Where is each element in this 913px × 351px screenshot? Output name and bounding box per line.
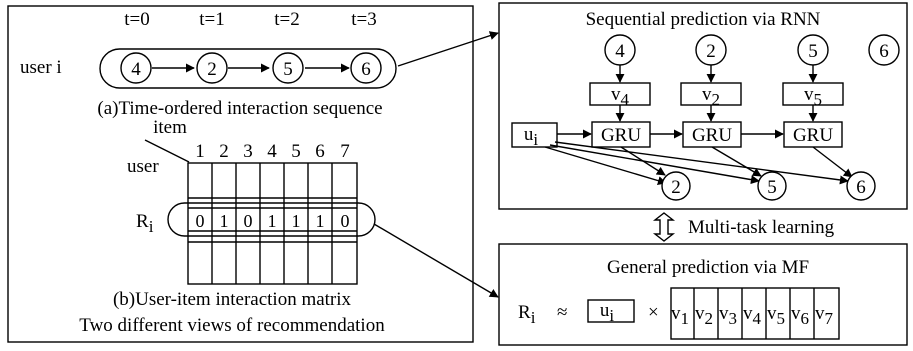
- mf-approx-symbol: ≈: [557, 302, 567, 323]
- rnn-user-vector-box: [511, 122, 558, 148]
- rnn-embedding-label: v5: [804, 84, 822, 109]
- rnn-embedding-label: v4: [611, 84, 630, 109]
- rnn-input-item-circle: [868, 34, 900, 66]
- matrix-row-label: Ri: [136, 211, 154, 236]
- matrix-column-header: 4: [267, 141, 277, 162]
- rnn-prediction-arrow: [812, 146, 853, 178]
- matrix-cell-value: 0: [196, 211, 205, 231]
- arrow-to-mf: [373, 223, 499, 298]
- sequence-item-circle: [350, 52, 382, 84]
- rnn-embedding-label: v2: [702, 84, 720, 109]
- rnn-gru-cell: [783, 121, 843, 148]
- rnn-gru-label: GRU: [793, 125, 833, 146]
- rnn-user-prediction-arrow: [544, 146, 667, 186]
- sequence-item-circle: [272, 52, 304, 84]
- mf-item-vector-label: v1: [671, 303, 689, 328]
- time-label: t=1: [199, 9, 225, 30]
- mf-item-matrix: [670, 287, 840, 340]
- sequence-item-label: 4: [131, 59, 141, 80]
- rnn-gru-label: GRU: [601, 125, 641, 146]
- mf-item-vector-label: v3: [719, 303, 737, 328]
- time-label: t=3: [351, 9, 377, 30]
- rnn-output-item-circle: [757, 171, 787, 201]
- sequence-item-circle: [120, 52, 152, 84]
- rnn-output-item-label: 2: [671, 177, 681, 198]
- mf-user-vector-label: ui: [600, 300, 615, 325]
- matrix-column-header: 7: [340, 141, 350, 162]
- mf-item-vector-label: v6: [791, 303, 809, 328]
- sequence-item-circle: [196, 52, 228, 84]
- matrix-cell-value: 1: [220, 211, 229, 231]
- matrix-cell-value: 0: [341, 211, 350, 231]
- mf-panel-title: General prediction via MF: [607, 257, 809, 278]
- rnn-input-item-label: 5: [808, 41, 818, 62]
- mf-rating-symbol: Ri: [518, 302, 536, 327]
- caption-matrix: (b)User-item interaction matrix: [113, 289, 352, 310]
- rnn-panel-frame: [498, 2, 908, 210]
- mf-times-symbol: ×: [648, 302, 659, 323]
- rnn-input-item-label: 6: [879, 41, 889, 62]
- mf-item-vector-label: v5: [767, 303, 785, 328]
- matrix-item-label: item: [153, 117, 187, 138]
- rnn-panel-title: Sequential prediction via RNN: [586, 9, 821, 30]
- rnn-output-item-label: 5: [767, 177, 777, 198]
- caption-sequence: (a)Time-ordered interaction sequence: [97, 98, 382, 119]
- matrix-column-header: 2: [219, 141, 229, 162]
- matrix-column-header: 3: [243, 141, 253, 162]
- mf-item-vector-label: v7: [815, 303, 834, 328]
- matrix-column-header: 5: [291, 141, 301, 162]
- multi-task-label: Multi-task learning: [688, 217, 835, 238]
- matrix-row-highlight: [167, 202, 376, 237]
- mf-item-vector-label: v4: [743, 303, 762, 328]
- sequence-user-label: user i: [20, 57, 62, 78]
- time-label: t=0: [124, 9, 150, 30]
- multi-task-double-arrow-icon: [652, 212, 676, 242]
- rnn-output-item-circle: [846, 171, 876, 201]
- matrix-grid: [187, 162, 358, 285]
- mf-item-vector-label: v2: [695, 303, 713, 328]
- matrix-cell-value: 1: [316, 211, 325, 231]
- matrix-column-header: 1: [195, 141, 205, 162]
- rnn-output-item-label: 6: [856, 177, 866, 198]
- rnn-input-item-label: 4: [615, 41, 625, 62]
- rnn-input-item-label: 2: [706, 41, 716, 62]
- arrow-to-rnn: [397, 31, 499, 67]
- matrix-cell-value: 1: [292, 211, 301, 231]
- matrix-corner-divider: [144, 139, 190, 163]
- matrix-user-label: user: [127, 156, 159, 177]
- sequence-item-label: 5: [283, 59, 293, 80]
- rnn-prediction-arrow: [711, 146, 762, 177]
- caption-overall: Two different views of recommendation: [79, 315, 385, 336]
- matrix-column-header: 6: [315, 141, 325, 162]
- rnn-user-prediction-arrow: [549, 144, 760, 185]
- rnn-user-vector-label: ui: [524, 124, 539, 149]
- rnn-output-item-circle: [661, 171, 691, 201]
- sequence-item-label: 2: [207, 59, 217, 80]
- rnn-gru-label: GRU: [692, 125, 732, 146]
- time-label: t=2: [274, 9, 300, 30]
- mf-user-vector-box: [587, 299, 635, 323]
- matrix-cell-value: 1: [268, 211, 277, 231]
- matrix-cell-value: 0: [244, 211, 253, 231]
- sequence-item-label: 6: [361, 59, 371, 80]
- rnn-user-prediction-arrow: [554, 141, 849, 185]
